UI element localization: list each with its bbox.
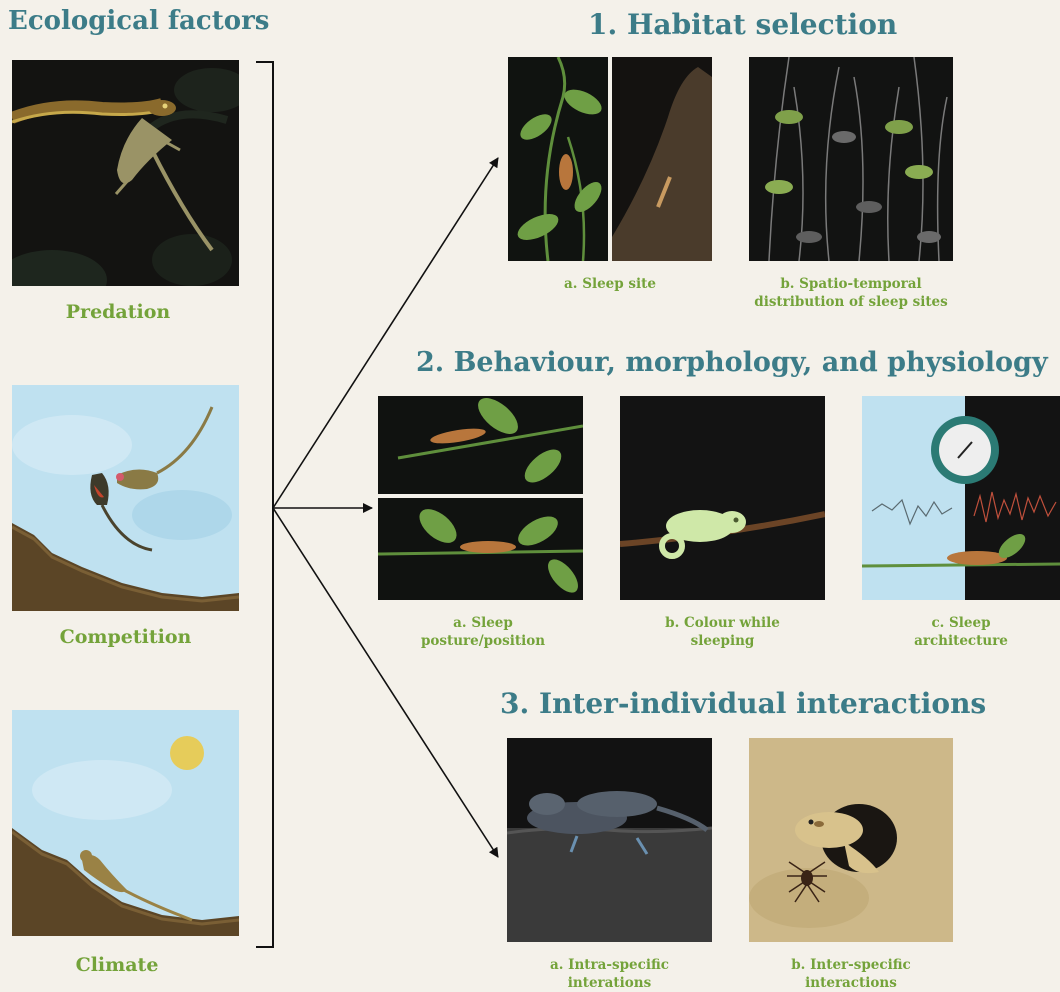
inter-specific-caption-line1: b. Inter-specific	[749, 956, 953, 974]
sleep-architecture-illustration	[862, 396, 1060, 600]
competition-panel	[12, 385, 239, 611]
sleep-colour-caption-line1: b. Colour while	[620, 614, 825, 632]
sleep-distribution-illustration	[749, 57, 953, 261]
sleep-distribution-caption: b. Spatio-temporal distribution of sleep…	[739, 275, 963, 311]
inter-specific-caption: b. Inter-specific interactions	[749, 956, 953, 992]
sleep-posture-caption-line2: posture/position	[378, 632, 588, 650]
predation-panel	[12, 60, 239, 286]
fighting-lizards-illustration	[12, 385, 239, 611]
sleep-distribution-caption-line1: b. Spatio-temporal	[739, 275, 963, 293]
intra-specific-caption-line1: a. Intra-specific	[507, 956, 712, 974]
sleep-colour-panel	[620, 396, 825, 600]
sleep-site-caption-text: a. Sleep site	[564, 276, 656, 292]
sleep-colour-caption: b. Colour while sleeping	[620, 614, 825, 650]
sleep-distribution-panel	[749, 57, 953, 261]
snake-eating-lizard-illustration	[12, 60, 239, 286]
sleep-site-illustration	[508, 57, 712, 261]
factors-bracket	[256, 62, 273, 947]
intra-specific-panel	[507, 738, 712, 942]
sleep-site-caption: a. Sleep site	[508, 275, 712, 293]
sleep-posture-caption-line1: a. Sleep	[378, 614, 588, 632]
competition-label: Competition	[12, 625, 239, 651]
climate-label: Climate	[12, 953, 222, 979]
inter-specific-panel	[749, 738, 953, 942]
sun-icon	[170, 736, 204, 770]
sleep-posture-caption: a. Sleep posture/position	[378, 614, 588, 650]
sleep-architecture-panel	[862, 396, 1060, 600]
section2-title: 2. Behaviour, morphology, and physiology	[416, 347, 1048, 378]
sleep-architecture-caption-line2: architecture	[862, 632, 1060, 650]
section3-title: 3. Inter-individual interactions	[500, 687, 986, 720]
sleep-colour-caption-line2: sleeping	[620, 632, 825, 650]
sleep-distribution-caption-line2: distribution of sleep sites	[739, 293, 963, 311]
intra-specific-caption: a. Intra-specific interations	[507, 956, 712, 992]
climate-panel	[12, 710, 239, 936]
intra-specific-caption-line2: interations	[507, 974, 712, 992]
section1-title: 1. Habitat selection	[588, 8, 897, 41]
basking-lizard-illustration	[12, 710, 239, 936]
predation-label: Predation	[12, 300, 224, 326]
sleep-site-panel	[508, 57, 712, 261]
sleep-architecture-caption-line1: c. Sleep	[862, 614, 1060, 632]
lizard-and-spider-illustration	[749, 738, 953, 942]
sleep-architecture-caption: c. Sleep architecture	[862, 614, 1060, 650]
inter-specific-caption-line2: interactions	[749, 974, 953, 992]
ecological-factors-title: Ecological factors	[8, 6, 269, 36]
chameleon-illustration	[620, 396, 825, 600]
sleep-posture-panel	[378, 396, 583, 600]
sleep-posture-illustration	[378, 396, 583, 600]
huddling-iguanas-illustration	[507, 738, 712, 942]
